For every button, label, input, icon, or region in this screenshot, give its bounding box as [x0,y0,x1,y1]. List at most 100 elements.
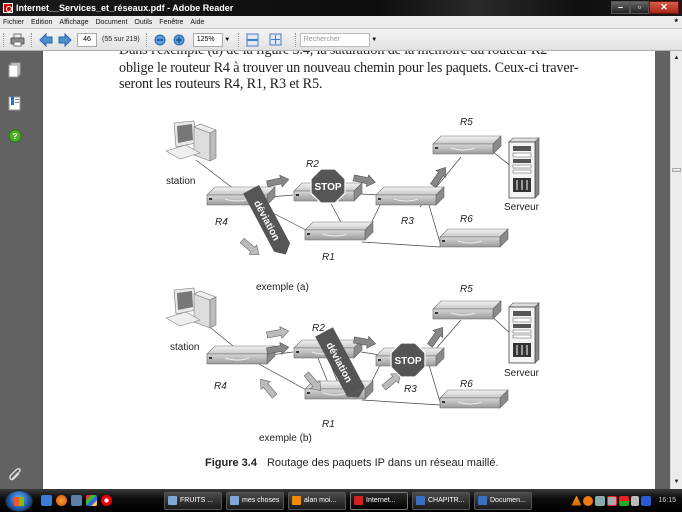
task-chapitre[interactable]: CHAPITR... [412,491,470,510]
task-fruits[interactable]: FRUITS ... [164,491,222,510]
full-screen-button[interactable] [268,32,283,47]
zoom-level-input[interactable]: 125% [192,32,223,47]
search-grip[interactable] [294,32,296,47]
r5-label: R5 [460,117,473,128]
router-r6 [439,228,509,248]
task-adobe-reader[interactable]: Internet... [350,491,408,510]
example-b-label: exemple (b) [259,433,312,444]
update-tray-icon[interactable] [583,495,594,506]
opera-icon[interactable] [101,495,112,506]
close-button[interactable]: ✕ [649,0,679,14]
network-disconnected-icon[interactable] [607,495,618,506]
task-document[interactable]: Documen... [474,491,532,510]
system-tray: 16:15 [571,495,682,506]
menu-document[interactable]: Document [95,18,128,26]
menu-edition[interactable]: Edition [31,18,53,26]
menu-bar: Fichier Edition Affichage Document Outil… [0,16,682,29]
station-computer [165,287,217,329]
r4-label: R4 [214,381,227,392]
next-page-button[interactable] [57,32,72,47]
media-icon[interactable] [71,495,82,506]
minimize-button[interactable]: – [611,0,630,14]
show-desktop-icon[interactable] [41,495,52,506]
station-computer [165,120,217,162]
r4-label: R4 [215,217,228,228]
security-tray-icon[interactable] [619,495,630,506]
zoom-in-button[interactable] [172,32,187,47]
station-label: station [170,342,199,353]
r1-label: R1 [322,419,335,430]
zoom-dropdown-icon[interactable]: ▼ [224,36,231,43]
router-r5 [432,300,502,320]
previous-page-button[interactable] [38,32,53,47]
network-tray-icon[interactable] [595,495,606,506]
example-a-label: exemple (a) [256,282,309,293]
packet-arrow [427,163,451,190]
adobe-reader-icon [3,3,13,13]
maximize-icon: ▫ [637,2,642,12]
zoom-out-button[interactable] [153,32,168,47]
picasa-icon[interactable] [86,495,97,506]
bookmarks-icon[interactable] [8,95,22,111]
example-a-diagram: STOP déviation station R4 R2 R1 R3 R5 R6… [165,117,540,293]
router-r3 [375,186,445,206]
router-r5 [432,135,502,155]
network-figure: STOP déviation station R4 R2 R1 R3 R5 R6… [165,117,540,444]
toolbar-grip[interactable] [3,32,4,47]
zoom-out-icon [154,34,166,45]
maximize-button[interactable]: ▫ [630,0,649,14]
separator [31,32,32,47]
clock[interactable]: 16:15 [658,497,676,504]
stop-label: STOP [394,356,421,367]
fit-page-button[interactable] [245,32,260,47]
print-button[interactable] [10,32,25,47]
firefox-icon[interactable] [56,495,67,506]
pdf-icon [354,496,363,505]
example-b-diagram: déviation STOP station R4 R2 R1 R3 R5 R6… [165,284,540,444]
svg-text:?: ? [13,132,18,141]
server-label: Serveur [504,368,540,379]
folder-icon [168,496,177,505]
vlc-tray-icon[interactable] [571,495,582,506]
r1-label: R1 [322,252,335,263]
menu-fenetre[interactable]: Fenêtre [159,18,184,26]
search-dropdown-icon[interactable]: ▼ [371,36,378,43]
pages-icon[interactable] [8,62,22,78]
separator [237,32,239,47]
vertical-scrollbar[interactable]: ▲ ▼ [670,51,682,489]
word-icon [478,496,487,505]
toolbar: 46 (55 sur 219) 125% ▼ Rechercher ▼ [0,29,682,51]
task-mes-choses[interactable]: mes choses [226,491,284,510]
next-page-icon [58,32,72,47]
station-label: station [166,176,195,187]
r2-label: R2 [306,159,319,170]
volume-icon[interactable] [631,495,640,506]
full-screen-icon [269,33,282,46]
print-icon [10,33,25,46]
pin-menu-icon[interactable]: * [674,17,678,27]
r3-label: R3 [401,216,414,227]
menu-affichage[interactable]: Affichage [59,18,89,26]
task-vlc[interactable]: alan moi... [288,491,346,510]
menu-outils[interactable]: Outils [134,18,153,26]
body-text-line-cut: Dans l'exemple (a) de la figure 3.4, la … [119,51,547,59]
scroll-up-icon[interactable]: ▲ [673,55,680,61]
folder-icon [230,496,239,505]
server-label: Serveur [504,202,540,213]
window-titlebar: Internet__Services_et_réseaux.pdf - Adob… [0,0,682,16]
attachments-icon[interactable] [8,467,24,483]
document-page: Dans l'exemple (a) de la figure 3.4, la … [43,51,655,489]
start-button[interactable] [5,489,33,512]
figure-caption-text: Routage des paquets IP dans un réseau ma… [266,457,499,469]
vlc-icon [292,496,301,505]
r6-label: R6 [460,379,473,390]
page-number-input[interactable]: 46 [77,32,97,47]
scrollbar-thumb[interactable] [672,168,681,172]
help-icon[interactable]: ? [8,128,22,144]
scroll-down-icon[interactable]: ▼ [673,479,680,485]
search-input[interactable]: Rechercher [299,32,370,47]
menu-aide[interactable]: Aide [190,18,205,26]
language-icon[interactable] [641,495,652,506]
menu-fichier[interactable]: Fichier [3,18,25,26]
